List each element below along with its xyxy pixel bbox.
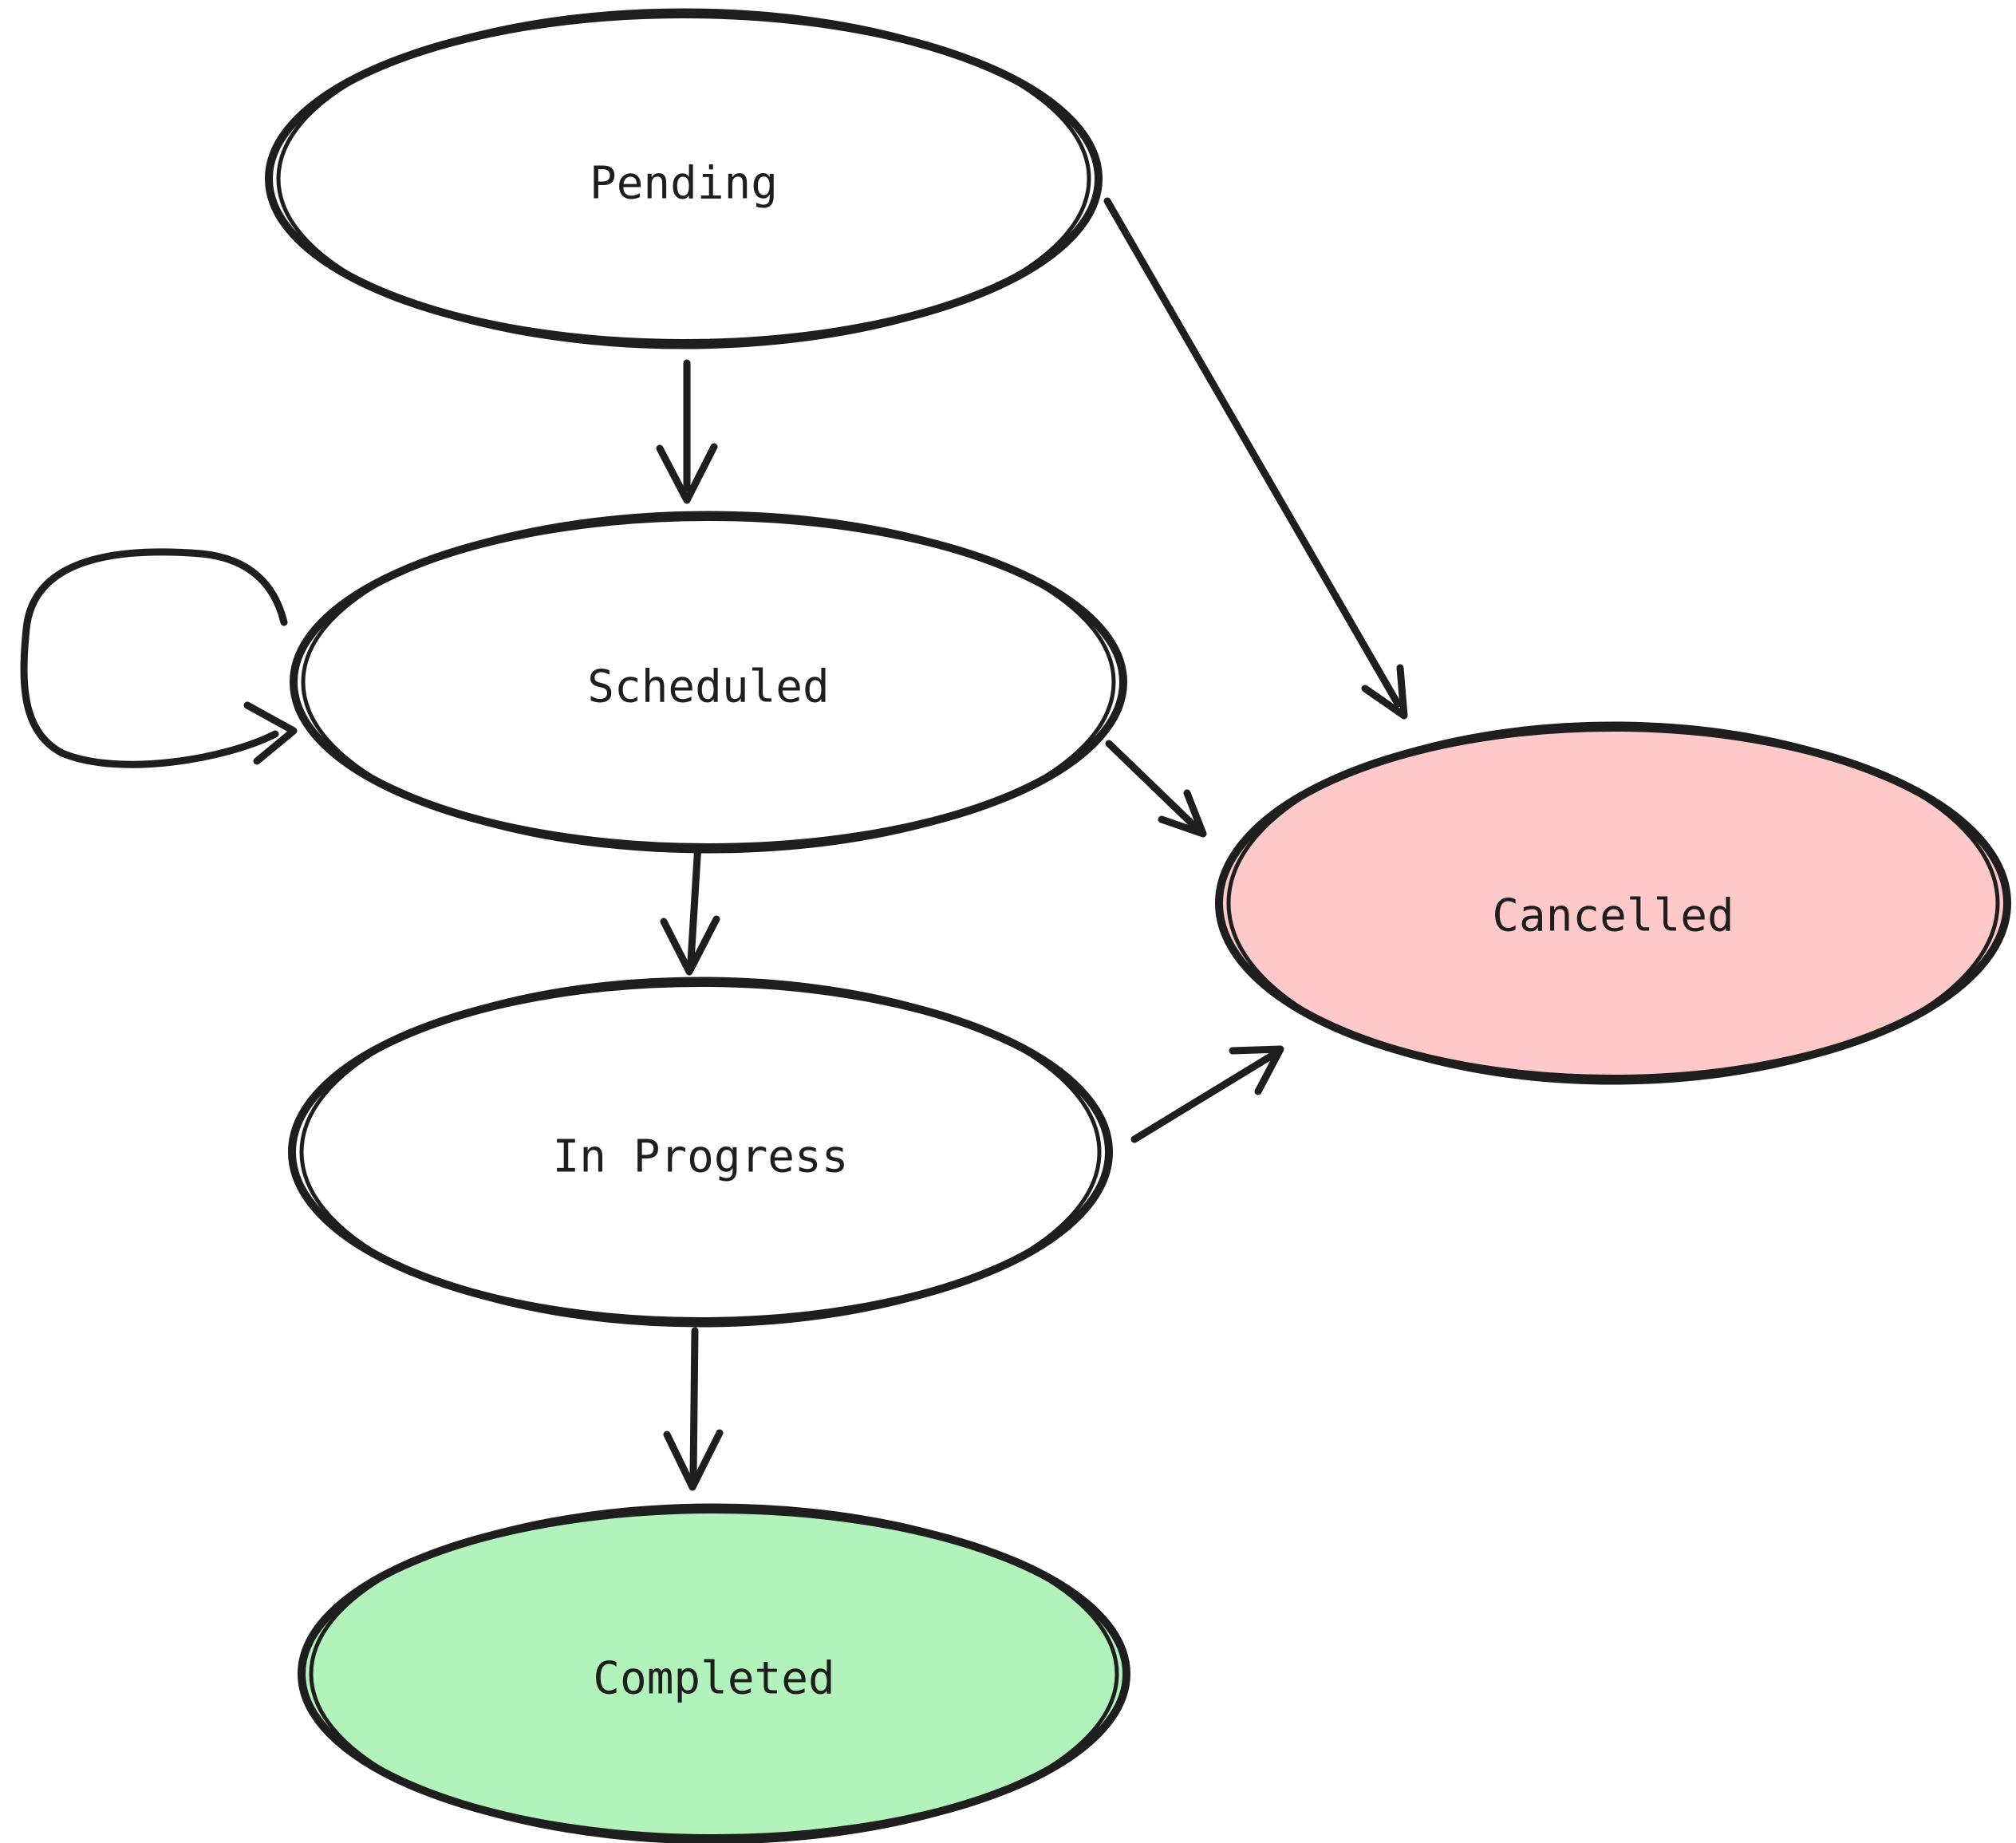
edge-scheduled-to-in-progress xyxy=(660,840,720,976)
edge-line xyxy=(687,840,702,965)
edge-in-progress-to-completed xyxy=(663,1327,724,1491)
edge-in-progress-to-cancelled xyxy=(1130,1045,1284,1143)
arrowhead-icon xyxy=(1229,1045,1284,1095)
edge-line xyxy=(1130,1051,1277,1143)
node-cancelled-shape xyxy=(1215,724,2011,1083)
edge-scheduled-to-cancelled xyxy=(1105,740,1207,838)
node-scheduled: Scheduled xyxy=(290,511,1127,854)
node-pending-overdraw xyxy=(276,8,1091,349)
arrowhead-icon xyxy=(663,1429,724,1491)
node-scheduled-shape xyxy=(290,513,1127,851)
node-scheduled-label: Scheduled xyxy=(587,661,829,713)
node-completed: Completed xyxy=(298,1503,1130,1843)
node-in-progress: In Progress xyxy=(288,977,1113,1328)
node-cancelled-label: Cancelled xyxy=(1492,890,1734,942)
edge-line xyxy=(689,1327,699,1480)
node-completed-shape xyxy=(298,1506,1130,1842)
node-in-progress-label: In Progress xyxy=(553,1131,849,1183)
arrowhead-icon xyxy=(243,701,298,765)
node-cancelled: Cancelled xyxy=(1215,721,2011,1085)
arrowhead-icon xyxy=(1158,789,1207,838)
node-scheduled-overdraw xyxy=(301,511,1116,854)
node-pending: Pending xyxy=(265,8,1103,349)
edge-scheduled-self-loop xyxy=(20,548,298,768)
edge-pending-to-cancelled xyxy=(1103,197,1408,720)
edge-line xyxy=(20,548,288,768)
node-in-progress-shape xyxy=(288,979,1113,1325)
edge-pending-to-scheduled xyxy=(656,359,718,504)
arrowhead-icon xyxy=(1361,664,1408,720)
arrowhead-icon xyxy=(660,915,720,976)
arrowhead-icon xyxy=(656,443,718,504)
node-pending-shape xyxy=(265,10,1103,347)
edge-line xyxy=(1103,197,1402,708)
node-completed-label: Completed xyxy=(593,1653,834,1705)
node-in-progress-overdraw xyxy=(299,977,1102,1328)
node-cancelled-overdraw xyxy=(1226,721,2000,1085)
node-completed-overdraw xyxy=(309,1503,1119,1843)
edge-line xyxy=(1105,740,1202,834)
node-pending-label: Pending xyxy=(590,158,778,210)
